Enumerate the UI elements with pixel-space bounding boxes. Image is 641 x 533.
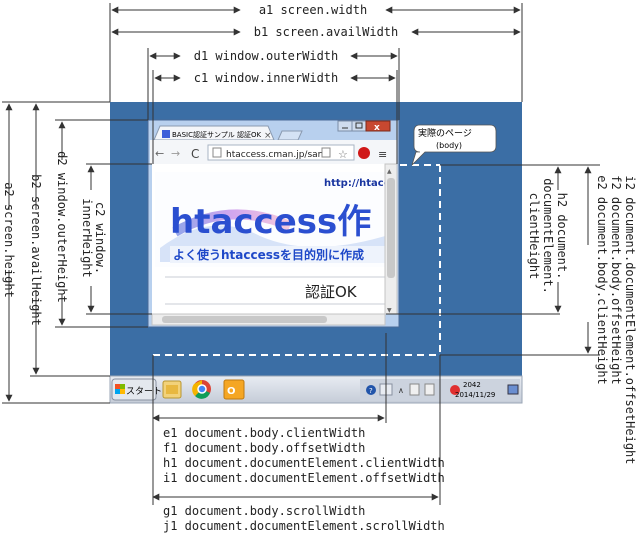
callout-line2: (body): [436, 141, 462, 150]
extension-lines: [2, 3, 600, 505]
tab-title: BASIC認証サンプル 認証OK: [172, 130, 262, 139]
svg-text:?: ?: [369, 387, 373, 395]
label-e1: e1 document.body.clientWidth: [163, 426, 365, 440]
help-icon: [366, 385, 376, 395]
banner-subtitle: よく使うhtaccessを目的別に作成: [173, 247, 364, 262]
label-b2: b2 screen.availHeight: [29, 174, 43, 326]
label-c1: c1 window.innerWidth: [194, 71, 339, 85]
address-bar[interactable]: htaccess.cman.jp/sam: [207, 144, 355, 161]
menu-icon[interactable]: ≡: [378, 148, 387, 161]
new-tab-button[interactable]: [277, 130, 303, 141]
label-a1: a1 screen.width: [259, 3, 367, 17]
back-icon[interactable]: ←: [155, 147, 164, 160]
label-h1: h1 document.documentElement.clientWidth: [163, 456, 445, 470]
label-h2-line2: documentElement.: [541, 178, 555, 294]
page-icon: [212, 147, 222, 158]
page-info-icon[interactable]: [321, 147, 331, 158]
label-f1: f1 document.body.offsetWidth: [163, 441, 365, 455]
label-f2: f2 document.body.offsetHeight: [609, 175, 623, 385]
page-body-callout: 実際のページ (body): [411, 124, 497, 166]
label-j1: j1 document.documentElement.scrollWidth: [163, 519, 445, 533]
window-controls: x: [337, 120, 391, 133]
label-h2-line1: h2 document.: [555, 193, 569, 280]
label-a2: a2 screen.height: [2, 182, 16, 298]
flag2-icon: [424, 383, 435, 396]
clock-time: 2042: [463, 381, 481, 389]
svg-text:O: O: [227, 386, 236, 397]
chrome-taskbar-icon[interactable]: [192, 380, 211, 399]
callout-line1: 実際のページ: [418, 127, 472, 139]
address-url: htaccess.cman.jp/sam: [226, 150, 326, 160]
label-c2-line2: innerHeight: [80, 198, 94, 277]
flag-icon: [409, 383, 420, 396]
close-button[interactable]: [365, 120, 391, 132]
label-h2-line3: clientHeight: [527, 193, 541, 280]
width-dimension-arrows: [111, 6, 521, 501]
label-c2-line1: c2 window.: [93, 202, 107, 274]
clock-date: 2014/11/29: [455, 391, 495, 399]
caps-icon: ∧: [398, 386, 404, 395]
tab-close-icon[interactable]: ×: [264, 131, 272, 141]
browser-tab[interactable]: BASIC認証サンプル 認証OK ×: [153, 125, 275, 141]
body-outline: [153, 164, 441, 356]
shield-icon: [450, 385, 460, 395]
label-b1: b1 screen.availWidth: [254, 25, 399, 39]
taskbar: スタート O ? ∧ 2042 2014/11/29: [109, 375, 523, 404]
forward-icon[interactable]: →: [171, 147, 180, 160]
auth-ok-text: 認証OK: [305, 283, 358, 301]
office-taskbar-icon[interactable]: O: [223, 379, 245, 400]
browser-window: BASIC認証サンプル 認証OK × x ← → C htaccess.cman…: [147, 119, 400, 328]
banner-title: htaccess作: [170, 202, 371, 242]
label-i1: i1 document.documentElement.offsetWidth: [163, 471, 445, 485]
label-g1: g1 document.body.scrollWidth: [163, 504, 365, 518]
svg-text:x: x: [374, 123, 380, 133]
reload-icon[interactable]: C: [191, 147, 199, 161]
start-label: スタート: [126, 386, 162, 397]
star-icon[interactable]: ☆: [338, 148, 348, 161]
svg-text:▼: ▼: [387, 307, 392, 314]
extension-icon[interactable]: [358, 147, 370, 159]
label-d1: d1 window.outerWidth: [194, 49, 339, 63]
start-button[interactable]: スタート: [111, 378, 162, 401]
height-dimension-arrows: [5, 103, 592, 402]
explorer-taskbar-icon[interactable]: [162, 380, 182, 399]
svg-text:▲: ▲: [387, 168, 392, 175]
site-url-text: http://htacc: [324, 178, 390, 189]
favicon-icon: [162, 130, 170, 138]
label-i2: i2 document.documentElement.offsetHeight: [623, 176, 637, 465]
label-d2: d2 window.outerHeight: [55, 151, 69, 303]
label-e2: e2 document.body.clientHeight: [595, 175, 609, 385]
show-desktop-icon: [507, 384, 519, 395]
minimize-button[interactable]: [337, 120, 353, 132]
